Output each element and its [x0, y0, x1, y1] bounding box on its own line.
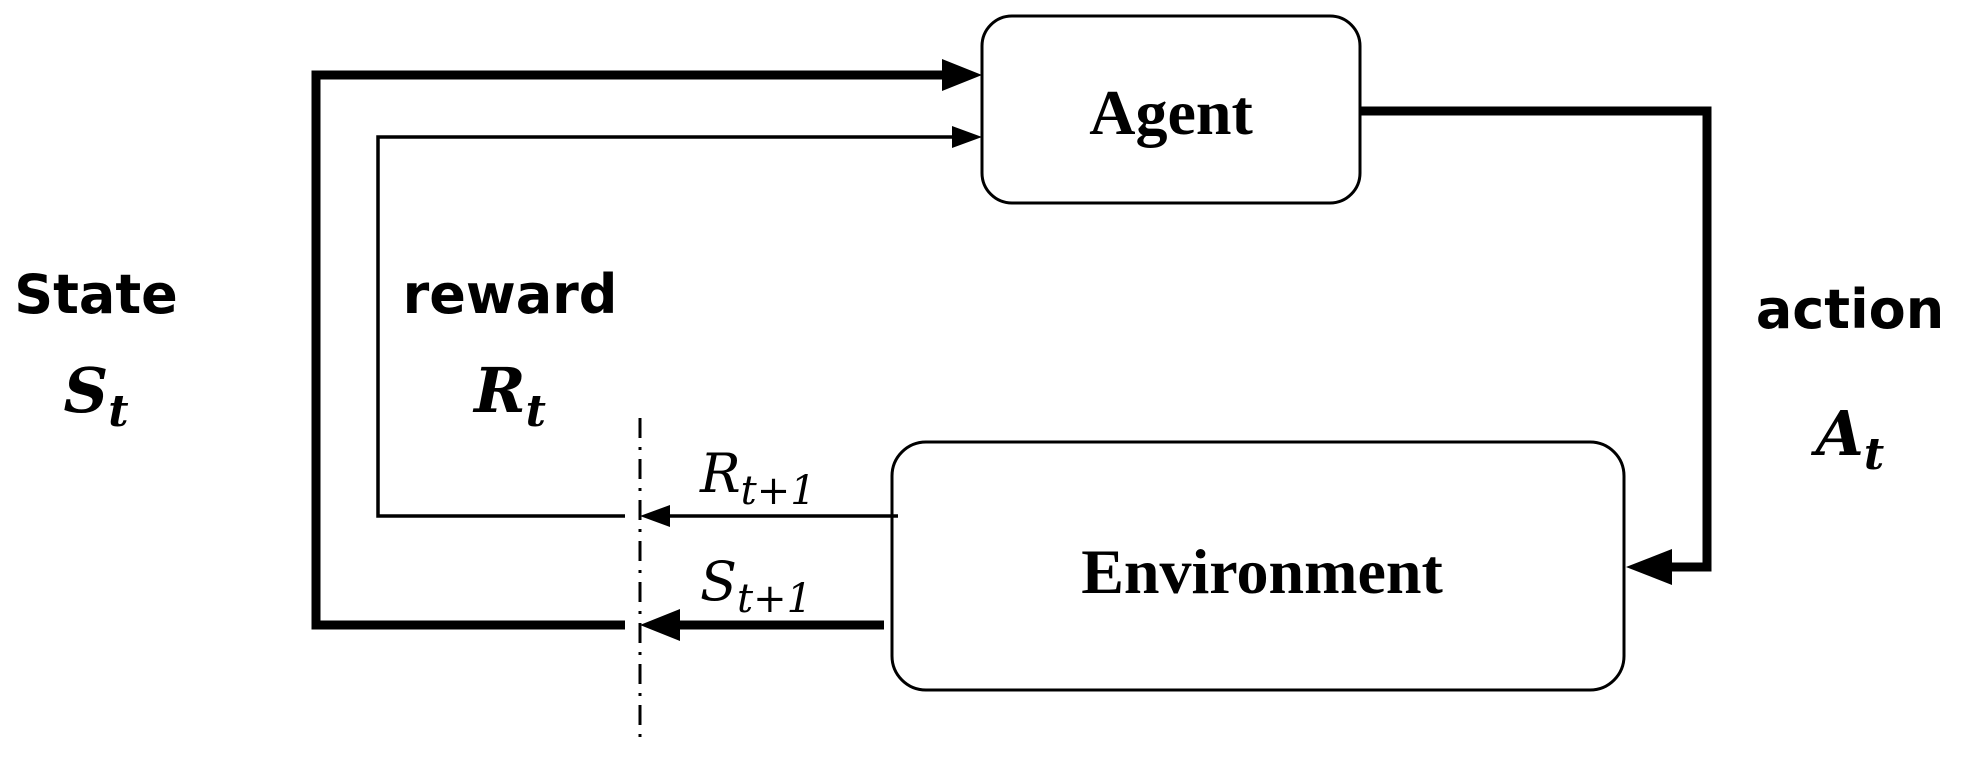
reward-symbol: Rt [472, 354, 546, 437]
next-reward-symbol-letter: R [699, 442, 741, 505]
state-symbol: St [63, 354, 128, 437]
reward-return-wire [376, 135, 955, 518]
reward-connector [376, 126, 982, 527]
state-symbol-subscript: t [108, 386, 128, 437]
next-state-arrowhead [640, 609, 680, 641]
next-state-symbol: St+1 [700, 550, 812, 622]
state-agent-arrowhead [942, 59, 982, 91]
environment-node: Environment [890, 440, 1626, 692]
action-label-group: action At [1756, 278, 1944, 480]
next-state-symbol-letter: S [700, 550, 737, 613]
action-wire [1360, 106, 1712, 572]
reward-symbol-subscript: t [526, 386, 546, 437]
environment-label: Environment [1081, 536, 1443, 607]
reward-label-group: reward Rt [403, 263, 618, 437]
reward-agent-arrowhead [952, 126, 982, 148]
agent-label: Agent [1089, 77, 1253, 148]
action-symbol-subscript: t [1864, 429, 1884, 480]
next-state-symbol-subscript: t+1 [737, 576, 812, 622]
action-arrowhead [1626, 549, 1672, 585]
next-reward-symbol: Rt+1 [699, 442, 816, 514]
environment-box [890, 440, 1626, 692]
state-return-wire [311, 70, 945, 630]
action-symbol: At [1811, 397, 1884, 480]
agent-node: Agent [980, 14, 1362, 205]
next-reward-symbol-subscript: t+1 [741, 468, 816, 514]
state-symbol-letter: S [63, 354, 108, 427]
action-word: action [1756, 278, 1944, 341]
state-label-group: State St [14, 263, 178, 437]
state-connector [311, 59, 982, 641]
action-symbol-letter: A [1811, 397, 1864, 470]
next-reward-arrowhead [640, 505, 670, 527]
reward-word: reward [403, 263, 618, 326]
state-word: State [14, 263, 178, 326]
action-connector [1360, 106, 1712, 585]
reward-symbol-letter: R [472, 354, 526, 427]
